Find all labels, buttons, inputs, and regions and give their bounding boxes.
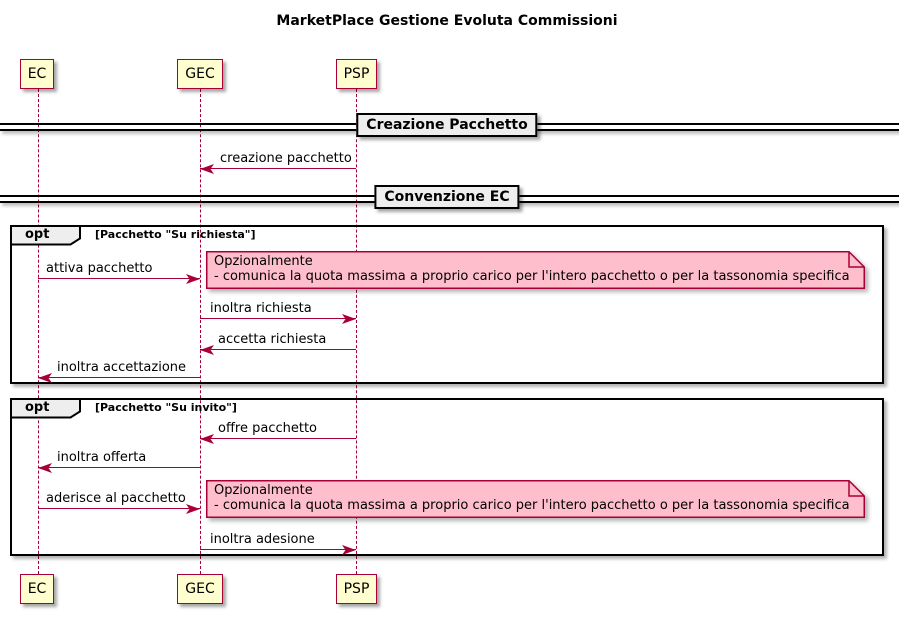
- participant-label: EC: [27, 581, 47, 597]
- message-label-accetta-richiesta: accetta richiesta: [218, 332, 327, 347]
- message-line: [38, 467, 200, 468]
- lifeline-gec: [200, 89, 201, 574]
- message-label-aderisce-al-pacchetto: aderisce al pacchetto: [46, 491, 186, 506]
- arrowhead-right-icon: [186, 273, 200, 284]
- arrowhead-right-icon: [342, 313, 356, 324]
- opt-condition-su-richiesta: [Pacchetto "Su richiesta"]: [95, 228, 256, 241]
- note-line-2: - comunica la quota massima a proprio ca…: [214, 498, 850, 513]
- message-label-offre-pacchetto: offre pacchetto: [218, 421, 317, 436]
- message-line: [200, 438, 356, 439]
- note-opzionalmente-1: Opzionalmente - comunica la quota massim…: [206, 251, 865, 289]
- arrowhead-left-icon: [200, 344, 214, 355]
- note-line-2: - comunica la quota massima a proprio ca…: [214, 269, 850, 284]
- participant-label: PSP: [343, 66, 370, 82]
- arrowhead-left-icon: [200, 163, 214, 174]
- divider-label-convenzione-ec: Convenzione EC: [374, 185, 520, 209]
- message-label-creazione-pacchetto: creazione pacchetto: [220, 151, 352, 166]
- message-line: [38, 508, 200, 509]
- note-line-1: Opzionalmente: [214, 483, 313, 498]
- note-line-1: Opzionalmente: [214, 254, 313, 269]
- participant-psp-top: PSP: [336, 59, 377, 89]
- arrowhead-left-icon: [200, 433, 214, 444]
- opt-keyword-1: opt: [25, 227, 50, 242]
- message-label-inoltra-richiesta: inoltra richiesta: [210, 301, 312, 316]
- opt-keyword-2: opt: [25, 400, 50, 415]
- note-shape-icon: [206, 480, 865, 518]
- opt-frame-su-invito: [10, 398, 884, 556]
- message-line: [200, 318, 356, 319]
- divider-label-creazione-pacchetto: Creazione Pacchetto: [356, 113, 538, 137]
- lifeline-psp: [356, 89, 357, 574]
- arrowhead-left-icon: [38, 462, 52, 473]
- opt-tab-icon: [10, 398, 81, 419]
- participant-label: PSP: [343, 581, 370, 597]
- diagram-title: MarketPlace Gestione Evoluta Commissioni: [276, 13, 618, 29]
- message-label-inoltra-adesione: inoltra adesione: [210, 532, 315, 547]
- participant-gec-top: GEC: [177, 59, 223, 89]
- participant-psp-bottom: PSP: [336, 574, 377, 604]
- opt-condition-su-invito: [Pacchetto "Su invito"]: [95, 401, 237, 414]
- participant-label: GEC: [185, 581, 215, 597]
- message-label-inoltra-offerta: inoltra offerta: [57, 450, 147, 465]
- message-line: [200, 168, 356, 169]
- message-label-attiva-pacchetto: attiva pacchetto: [46, 261, 153, 276]
- opt-frame-su-richiesta: [10, 225, 884, 384]
- participant-label: GEC: [185, 66, 215, 82]
- note-opzionalmente-2: Opzionalmente - comunica la quota massim…: [206, 480, 865, 518]
- participant-ec-bottom: EC: [20, 574, 54, 604]
- participant-ec-top: EC: [20, 59, 54, 89]
- message-line: [200, 349, 356, 350]
- participant-label: EC: [27, 66, 47, 82]
- arrowhead-right-icon: [186, 503, 200, 514]
- message-line: [200, 549, 356, 550]
- message-label-inoltra-accettazione: inoltra accettazione: [57, 360, 187, 375]
- arrowhead-left-icon: [38, 372, 52, 383]
- arrowhead-right-icon: [342, 544, 356, 555]
- lifeline-ec: [37, 89, 39, 574]
- note-shape-icon: [206, 251, 865, 289]
- participant-gec-bottom: GEC: [177, 574, 223, 604]
- opt-tab-icon: [10, 225, 81, 246]
- message-line: [38, 278, 200, 279]
- message-line: [38, 377, 200, 378]
